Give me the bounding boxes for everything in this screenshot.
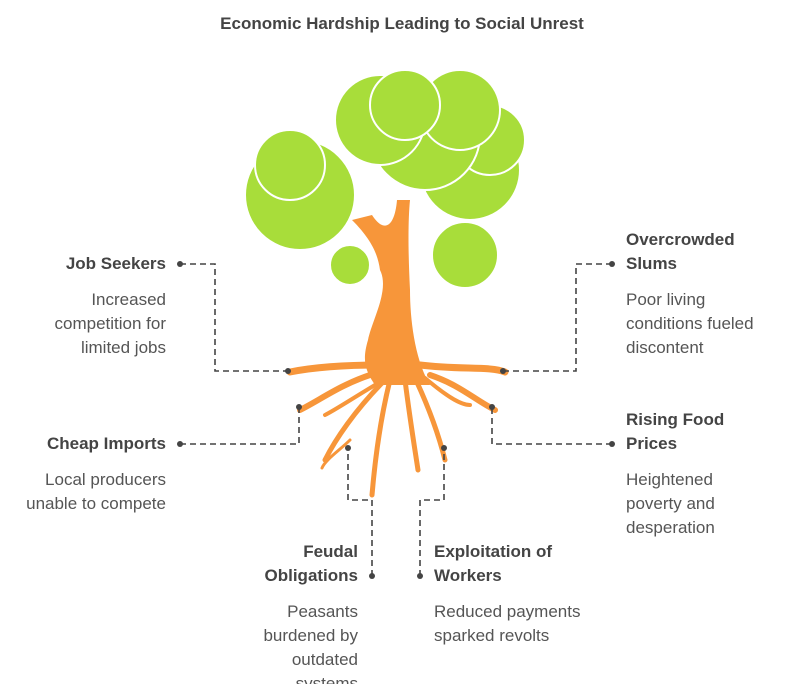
item-text: Reduced payments sparked revolts [434, 602, 581, 645]
item-heading: Feudal Obligations [264, 542, 359, 585]
tree-trunk [352, 200, 430, 385]
item-text: Poor living conditions fueled discontent [626, 290, 754, 357]
item-text: Increased competition for limited jobs [54, 290, 167, 357]
item-exploitation-of-workers: Exploitation of Workers Reduced payments… [434, 540, 604, 648]
item-rising-food-prices: Rising Food Prices Heightened poverty an… [626, 408, 756, 540]
item-cheap-imports: Cheap Imports Local producers unable to … [0, 432, 166, 516]
item-overcrowded-slums: Overcrowded Slums Poor living conditions… [626, 228, 766, 360]
item-heading: Overcrowded Slums [626, 230, 735, 273]
item-job-seekers: Job Seekers Increased competition for li… [0, 252, 167, 360]
item-feudal-obligations: Feudal Obligations Peasants burdened by … [228, 540, 358, 684]
diagram-title: Economic Hardship Leading to Social Unre… [220, 14, 584, 33]
item-text: Local producers unable to compete [26, 470, 166, 513]
connector-dots [177, 261, 615, 579]
item-heading: Cheap Imports [46, 434, 166, 453]
connectors [180, 263, 612, 576]
item-heading: Job Seekers [65, 254, 166, 273]
tree-foliage [244, 69, 526, 289]
item-text: Heightened poverty and desperation [626, 470, 715, 537]
item-text: Peasants burdened by outdated systems [263, 602, 358, 684]
item-heading: Exploitation of Workers [434, 542, 553, 585]
item-heading: Rising Food Prices [626, 410, 725, 453]
